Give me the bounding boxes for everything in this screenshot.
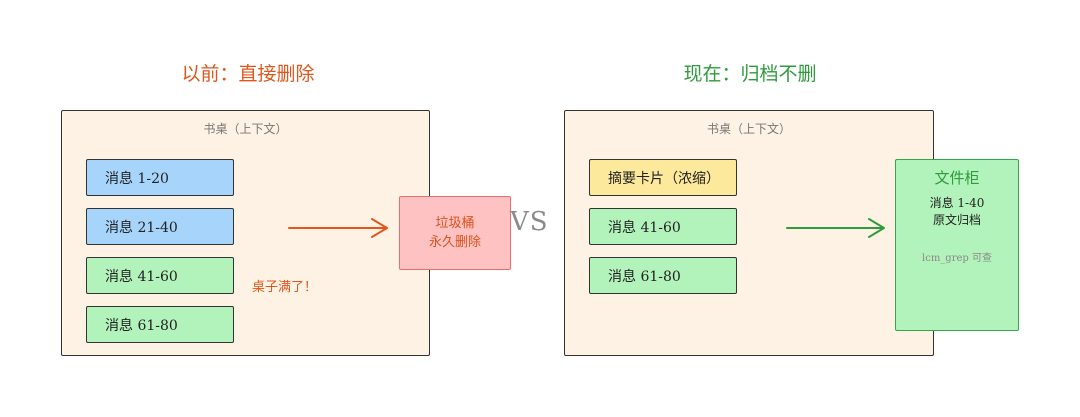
message-block: 消息 61-80: [589, 257, 737, 294]
cabinet-title: 文件柜: [934, 169, 980, 187]
message-block: 消息 21-40: [86, 208, 234, 245]
desk-label: 书桌（上下文）: [706, 122, 791, 136]
delete-arrow: [288, 218, 388, 238]
cabinet-grep-note: lcm_grep 可查: [922, 253, 992, 264]
message-block: 消息 1-20: [86, 159, 234, 196]
trash-title: 垃圾桶: [435, 216, 475, 231]
trash-subtitle: 永久删除: [428, 235, 481, 250]
vs-label: VS: [510, 207, 549, 237]
file-cabinet: 文件柜 消息 1-40 原文归档 lcm_grep 可查: [895, 159, 1019, 331]
message-block: 消息 41-60: [86, 257, 234, 294]
cabinet-range: 消息 1-40: [929, 196, 985, 210]
archive-arrow: [786, 218, 885, 238]
trash-bin: 垃圾桶 永久删除: [399, 196, 511, 270]
desk-label: 书桌（上下文）: [203, 122, 288, 136]
before-heading: 以前：直接删除: [181, 63, 315, 85]
after-heading: 现在：归档不删: [683, 63, 817, 85]
cabinet-archive-note: 原文归档: [932, 213, 981, 227]
summary-card: 摘要卡片（浓缩）: [589, 159, 737, 196]
message-block: 消息 61-80: [86, 306, 234, 343]
message-block: 消息 41-60: [589, 208, 737, 245]
desk-full-note: 桌子满了！: [252, 280, 318, 295]
